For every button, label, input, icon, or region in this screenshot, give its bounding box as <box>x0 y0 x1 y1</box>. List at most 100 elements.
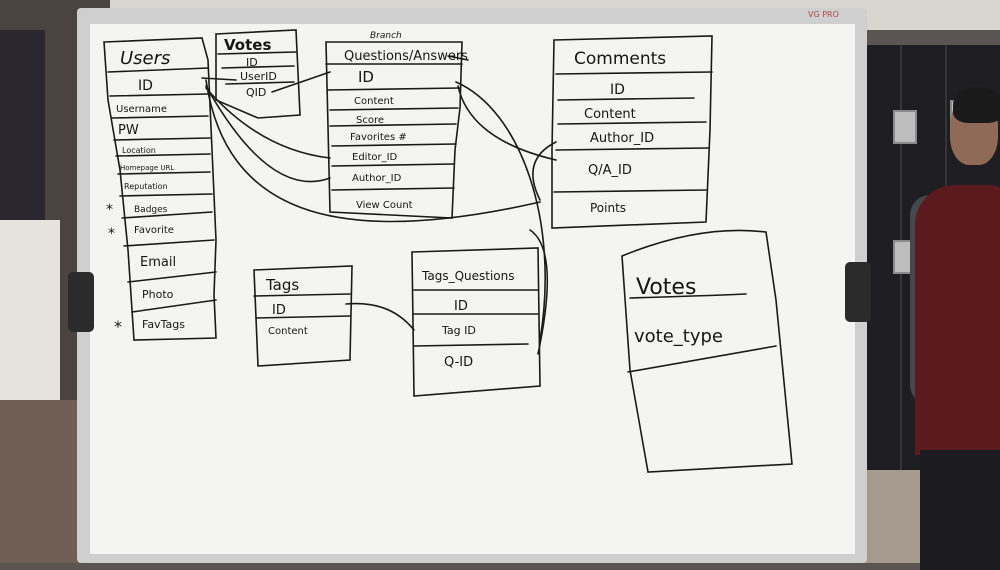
users-divider <box>117 171 211 175</box>
person <box>910 65 1000 570</box>
qa-field-view-count: View Count <box>356 200 413 211</box>
qa-field-content: Content <box>354 96 394 107</box>
votes-large-divider <box>629 293 747 299</box>
relation-line <box>205 87 331 159</box>
tags-divider <box>255 315 351 319</box>
votes-large-field-vote-type: vote_type <box>634 326 723 347</box>
relation-line <box>529 229 549 355</box>
relation-line <box>455 81 546 341</box>
tags-field-id: ID <box>272 303 286 318</box>
votes-small-field-userid: UserID <box>240 70 277 83</box>
comments-field-qa-id: Q/A_ID <box>588 163 632 178</box>
comments-divider <box>553 189 707 193</box>
users-field-photo: Photo <box>142 288 174 301</box>
qa-field-editor-id: Editor_ID <box>352 152 398 163</box>
comments-table-outline <box>551 35 713 229</box>
star-mark: * <box>108 226 115 242</box>
tags-title: Tags <box>265 276 299 294</box>
tags-divider <box>253 293 351 297</box>
users-table-outline <box>103 37 217 341</box>
relation-line <box>457 85 557 161</box>
votes-small-divider <box>225 81 295 85</box>
votes-small-divider <box>217 51 297 55</box>
qa-divider <box>329 107 459 111</box>
qa-divider <box>331 163 455 167</box>
board-clip-right <box>845 262 871 322</box>
qa-divider <box>331 143 457 147</box>
qa-field-score: Score <box>356 115 384 126</box>
users-divider <box>131 299 217 313</box>
qa-field-favorites: Favorites # <box>350 132 407 143</box>
qa-field-id: ID <box>358 68 374 86</box>
relation-line <box>345 302 415 331</box>
users-divider <box>109 93 209 97</box>
users-divider <box>121 211 213 219</box>
comments-divider <box>555 147 709 151</box>
relation-line <box>201 77 237 81</box>
users-field-username: Username <box>116 104 167 115</box>
users-field-id: ID <box>138 78 153 94</box>
tags-questions-field-q-id: Q-ID <box>444 355 473 370</box>
comments-divider <box>557 97 695 101</box>
users-divider <box>111 115 209 119</box>
whiteboard-surface <box>90 24 855 554</box>
qa-divider <box>329 123 457 127</box>
votes-small-field-id: ID <box>246 56 258 69</box>
relation-line <box>205 85 331 183</box>
left-storage-boxes <box>0 220 60 420</box>
tags-field-content: Content <box>268 326 308 337</box>
qa-divider <box>327 87 461 91</box>
votes-large-divider <box>627 345 777 373</box>
users-field-email: Email <box>140 255 176 270</box>
votes-large-title: Votes <box>636 275 696 300</box>
users-field-favorite: Favorite <box>134 225 174 236</box>
person-hair <box>953 87 1000 123</box>
person-legs <box>920 450 1000 570</box>
comments-title: Comments <box>574 49 666 69</box>
tags-table-outline <box>253 265 353 367</box>
users-divider <box>119 193 213 197</box>
qa-divider <box>331 187 455 191</box>
users-divider <box>115 153 211 157</box>
users-field-pw: PW <box>118 123 139 138</box>
users-field-reputation: Reputation <box>124 182 168 191</box>
relation-line <box>447 55 469 61</box>
tags-questions-divider <box>413 343 529 347</box>
locker-handle <box>893 110 917 144</box>
comments-divider <box>557 121 707 125</box>
users-field-location: Location <box>122 146 156 155</box>
comments-field-id: ID <box>610 82 625 98</box>
tags-questions-title: Tags_Questions <box>421 269 515 283</box>
votes-small-divider <box>221 65 295 69</box>
relation-line <box>205 79 541 223</box>
star-mark: * <box>106 202 113 218</box>
qa-field-author-id: Author_ID <box>352 173 402 184</box>
relation-line <box>271 71 331 93</box>
tags-questions-table-outline <box>411 247 541 397</box>
users-field-badges: Badges <box>134 205 168 215</box>
comments-field-points: Points <box>590 201 626 215</box>
comments-divider <box>555 71 713 75</box>
users-title: Users <box>120 48 170 69</box>
table-outlines <box>103 29 793 473</box>
users-divider <box>127 271 217 283</box>
tags-questions-field-tag-id: Tag ID <box>441 324 476 337</box>
board-brand-label: VG PRO <box>808 10 839 19</box>
users-divider <box>107 67 209 73</box>
tags-questions-field-id: ID <box>454 299 468 314</box>
votes-small-title: Votes <box>224 36 271 54</box>
relation-line <box>532 141 557 201</box>
comments-field-content: Content <box>584 107 636 122</box>
comments-field-author-id: Author_ID <box>590 131 654 146</box>
star-mark: * <box>114 317 122 336</box>
votes-small-field-qid: QID <box>246 86 266 99</box>
qa-table-outline <box>325 41 463 219</box>
person-torso <box>915 185 1000 455</box>
qa-note: Branch <box>370 31 402 41</box>
votes-large-table-outline <box>621 229 793 473</box>
board-clip-left <box>68 272 94 332</box>
users-divider <box>113 137 211 141</box>
users-field-favtags: FavTags <box>142 318 185 331</box>
users-field-homepage: Homepage URL <box>120 164 174 172</box>
